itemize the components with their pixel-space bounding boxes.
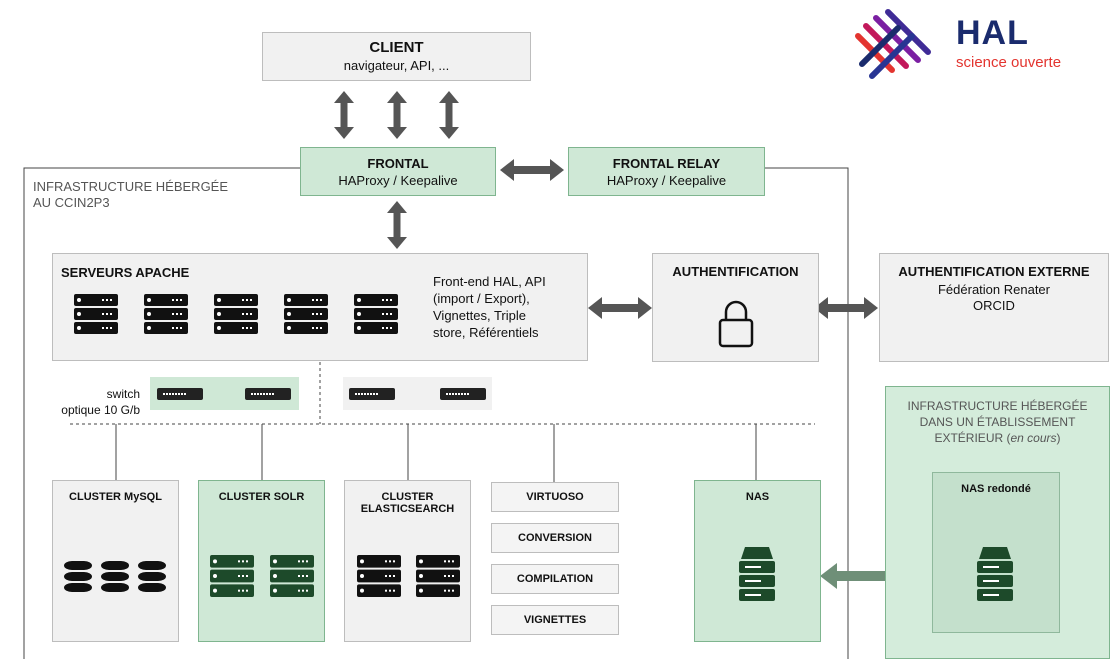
frontal-relay-title: FRONTAL RELAY bbox=[612, 156, 721, 171]
infra-boundary-left bbox=[23, 167, 300, 659]
lock-icon bbox=[718, 300, 754, 348]
infra-main-line2: AU CCIN2P3 bbox=[33, 195, 110, 210]
auth-external-title: AUTHENTIFICATION EXTERNE bbox=[898, 264, 1090, 279]
server-icon bbox=[144, 294, 188, 334]
frontal-subtitle: HAProxy / Keepalive bbox=[338, 173, 458, 188]
hal-logo-name: HAL bbox=[956, 14, 1029, 52]
nas-storage-icon bbox=[977, 547, 1013, 601]
infra-main-label: INFRASTRUCTURE HÉBERGÉE AU CCIN2P3 bbox=[33, 179, 273, 211]
apache-description: Front-end HAL, API (import / Export), Vi… bbox=[433, 273, 546, 341]
arrow-client-frontal-3 bbox=[439, 91, 459, 139]
network-switch-icon bbox=[349, 388, 395, 400]
service-conversion: CONVERSION bbox=[491, 523, 619, 553]
infra-main-line1: INFRASTRUCTURE HÉBERGÉE bbox=[33, 179, 229, 194]
database-icon bbox=[64, 561, 92, 592]
external-infra-line2: DANS UN ÉTABLISSEMENT bbox=[919, 415, 1076, 429]
arrow-apache-auth bbox=[588, 297, 652, 319]
database-icon bbox=[138, 561, 166, 592]
external-infra-status: en cours bbox=[1010, 431, 1057, 445]
frontal-relay-subtitle: HAProxy / Keepalive bbox=[606, 173, 727, 188]
apache-desc-line: Front-end HAL, API bbox=[433, 274, 546, 289]
nas-storage-icon bbox=[739, 547, 775, 601]
cluster-solr-title: CLUSTER SOLR bbox=[218, 491, 305, 503]
cluster-es-title-line1: CLUSTER bbox=[381, 491, 434, 503]
external-infra-line3-text: EXTÉRIEUR ( bbox=[934, 431, 1011, 445]
network-switch-icon bbox=[245, 388, 291, 400]
auth-external-line2: ORCID bbox=[973, 298, 1015, 313]
cluster-mysql-title: CLUSTER MySQL bbox=[69, 491, 162, 503]
auth-external-line1: Fédération Renater bbox=[937, 282, 1050, 297]
infra-boundary-right bbox=[765, 167, 849, 659]
server-icon bbox=[214, 294, 258, 334]
server-icon bbox=[357, 555, 401, 597]
network-switch-icon bbox=[157, 388, 203, 400]
apache-servers-box: SERVEURS APACHE Front-end HAL, API (impo… bbox=[52, 253, 588, 361]
switch-label-line1: switch bbox=[106, 387, 140, 401]
hal-logo: HAL science ouverte bbox=[852, 6, 1092, 86]
server-icon bbox=[270, 555, 314, 597]
switch-label-line2: optique 10 G/b bbox=[61, 403, 140, 417]
server-icon bbox=[354, 294, 398, 334]
arrow-frontal-relay bbox=[500, 159, 564, 181]
server-icon bbox=[416, 555, 460, 597]
service-vignettes: VIGNETTES bbox=[491, 605, 619, 635]
server-icon bbox=[74, 294, 118, 334]
external-infra-line3: EXTÉRIEUR (en cours) bbox=[886, 430, 1109, 446]
hal-logo-tagline: science ouverte bbox=[956, 54, 1062, 71]
frontal-title: FRONTAL bbox=[367, 156, 429, 171]
apache-desc-line: Vignettes, Triple bbox=[433, 308, 526, 323]
apache-desc-line: store, Référentiels bbox=[433, 325, 539, 340]
frontal-box: FRONTAL HAProxy / Keepalive bbox=[300, 147, 496, 196]
nas-title: NAS bbox=[745, 491, 770, 503]
arrow-auth-authext bbox=[814, 297, 878, 319]
client-box: CLIENT navigateur, API, ... bbox=[262, 32, 531, 81]
arrow-frontal-apache bbox=[387, 201, 407, 249]
external-infra-line1: INFRASTRUCTURE HÉBERGÉE bbox=[907, 399, 1088, 413]
server-icon bbox=[284, 294, 328, 334]
frontal-relay-box: FRONTAL RELAY HAProxy / Keepalive bbox=[568, 147, 765, 196]
service-compilation: COMPILATION bbox=[491, 564, 619, 594]
network-switch-icon bbox=[440, 388, 486, 400]
switch-label: switch optique 10 G/b bbox=[40, 386, 140, 418]
cluster-es-title-line2: ELASTICSEARCH bbox=[360, 503, 455, 515]
auth-box: AUTHENTIFICATION bbox=[652, 253, 819, 362]
arrow-client-frontal-1 bbox=[334, 91, 354, 139]
database-icon bbox=[101, 561, 129, 592]
service-virtuoso: VIRTUOSO bbox=[491, 482, 619, 512]
external-infra-line3-end: ) bbox=[1056, 431, 1061, 445]
client-subtitle: navigateur, API, ... bbox=[343, 58, 450, 73]
client-title: CLIENT bbox=[369, 39, 424, 56]
hal-logo-mark-icon bbox=[855, 9, 931, 79]
auth-title: AUTHENTIFICATION bbox=[672, 264, 799, 279]
external-infra-label: INFRASTRUCTURE HÉBERGÉE DANS UN ÉTABLISS… bbox=[886, 398, 1109, 446]
server-icon bbox=[210, 555, 254, 597]
apache-title: SERVEURS APACHE bbox=[61, 265, 190, 280]
arrow-client-frontal-2 bbox=[387, 91, 407, 139]
external-infra-box: INFRASTRUCTURE HÉBERGÉE DANS UN ÉTABLISS… bbox=[885, 386, 1110, 659]
auth-external-box: AUTHENTIFICATION EXTERNE Fédération Rena… bbox=[879, 253, 1109, 362]
nas-redundant-title: NAS redondé bbox=[961, 483, 1031, 495]
apache-desc-line: (import / Export), bbox=[433, 291, 530, 306]
